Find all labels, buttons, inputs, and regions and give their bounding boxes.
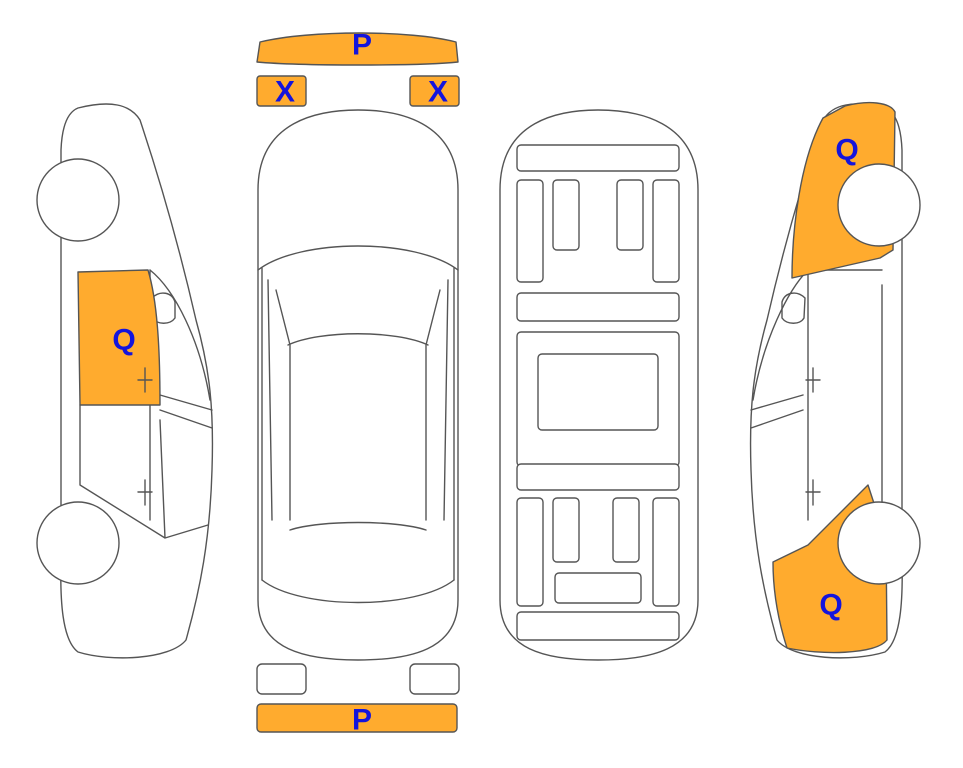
left-side-handle-front xyxy=(137,367,153,393)
underside-crossmember-rear xyxy=(516,463,680,491)
left-taillight-part[interactable] xyxy=(256,663,307,695)
front-bumper-part[interactable] xyxy=(256,32,459,66)
left-side-handle-rear xyxy=(137,479,153,506)
underside-crossmember-front xyxy=(516,292,680,322)
underside-rear-left-rail xyxy=(516,497,544,607)
right-side-mirror xyxy=(781,292,806,324)
top-view-side-lines-left xyxy=(261,267,291,581)
left-side-rear-wheel xyxy=(36,501,120,585)
right-headlight-part[interactable] xyxy=(409,75,460,107)
left-side-rear-door xyxy=(79,404,209,539)
underside-front-right-insert xyxy=(616,179,644,251)
right-side-window-line xyxy=(750,269,809,521)
right-taillight-part[interactable] xyxy=(409,663,460,695)
underside-rear-box xyxy=(554,572,642,604)
left-view-front-door-panel[interactable] xyxy=(77,269,161,406)
top-view: P X X P xyxy=(256,29,460,737)
underside-center-panel xyxy=(537,353,659,431)
underside-view xyxy=(499,109,699,661)
underside-rear-panel xyxy=(516,611,680,641)
underside-front-panel xyxy=(516,144,680,172)
left-headlight-part[interactable] xyxy=(256,75,307,107)
underside-rear-right-rail xyxy=(652,497,680,607)
top-view-side-lines-right xyxy=(425,267,455,581)
right-side-rear-wheel xyxy=(837,501,921,585)
left-side-view: Q xyxy=(36,103,214,659)
underside-rear-right-insert xyxy=(612,497,640,563)
right-side-handle-front xyxy=(805,367,821,393)
rear-bumper-part[interactable] xyxy=(256,703,458,733)
right-side-view: Q Q xyxy=(749,101,921,659)
top-view-body-outline xyxy=(257,109,459,661)
underside-rear-left-insert xyxy=(552,497,580,563)
underside-front-right-rail xyxy=(652,179,680,283)
right-side-front-wheel xyxy=(837,163,921,247)
underside-front-left-insert xyxy=(552,179,580,251)
top-view-rear-window xyxy=(261,521,455,604)
left-side-front-wheel xyxy=(36,158,120,242)
underside-front-left-rail xyxy=(516,179,544,283)
top-view-windshield xyxy=(257,245,459,346)
right-side-handle-rear xyxy=(805,479,821,506)
